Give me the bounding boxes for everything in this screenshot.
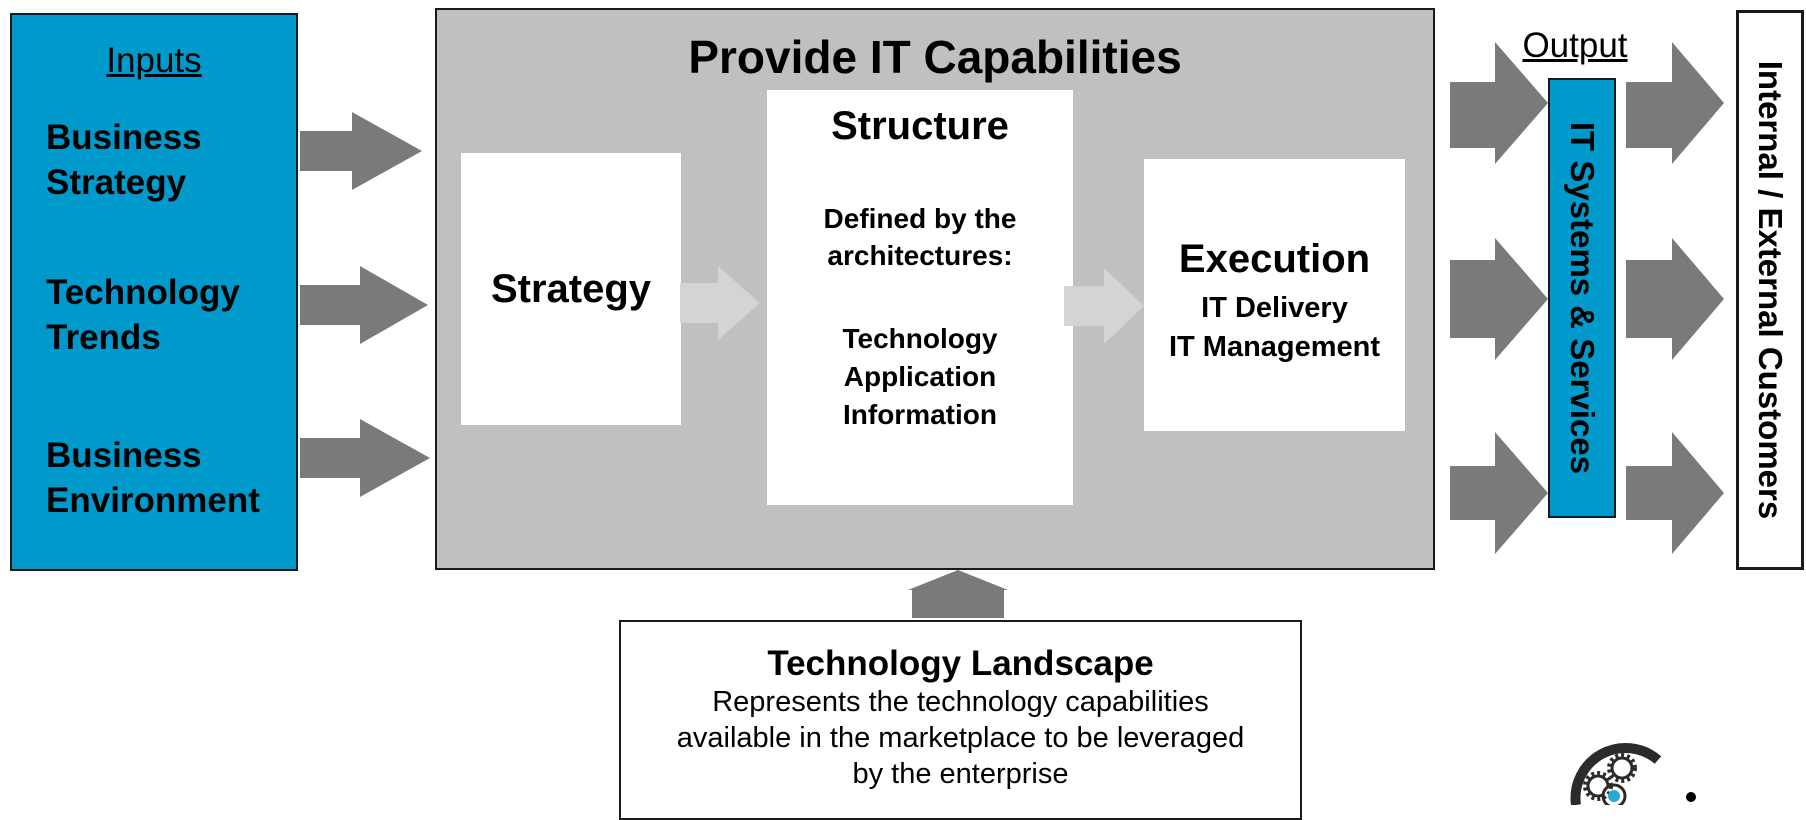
architecture-information: Information bbox=[843, 399, 997, 430]
arrow-icon bbox=[1626, 238, 1724, 360]
arrow-icon bbox=[908, 570, 1008, 618]
architecture-technology: Technology bbox=[842, 323, 998, 354]
gear-cluster-icon bbox=[1570, 743, 1662, 805]
arrow-icon bbox=[1626, 42, 1724, 164]
execution-box: Execution IT Delivery IT Management bbox=[1144, 159, 1405, 431]
arrow-icon bbox=[1064, 268, 1144, 344]
input-business-strategy: Business Strategy bbox=[46, 115, 296, 205]
capabilities-panel: Provide IT Capabilities Strategy Structu… bbox=[435, 8, 1435, 570]
input-line: Technology bbox=[46, 273, 240, 312]
arrow-icon bbox=[1450, 432, 1548, 554]
strategy-label: Strategy bbox=[490, 266, 652, 311]
input-line: Trends bbox=[46, 318, 161, 357]
structure-description-line: architectures: bbox=[827, 240, 1013, 271]
structure-description: Defined by the architectures: bbox=[767, 200, 1073, 274]
landscape-title: Technology Landscape bbox=[767, 644, 1154, 683]
capabilities-title: Provide IT Capabilities bbox=[688, 31, 1182, 83]
execution-title: Execution bbox=[1178, 237, 1371, 281]
structure-box: Structure Defined by the architectures: … bbox=[767, 90, 1073, 505]
logo-dot bbox=[1686, 792, 1696, 802]
arrow-icon bbox=[300, 266, 428, 344]
input-business-environment: Business Environment bbox=[46, 433, 296, 523]
technology-landscape-box: Technology Landscape Represents the tech… bbox=[619, 620, 1302, 820]
input-line: Strategy bbox=[46, 163, 187, 202]
arrow-icon bbox=[1626, 432, 1724, 554]
arrow-icon bbox=[300, 112, 422, 190]
strategy-box: Strategy bbox=[461, 153, 681, 425]
landscape-line: by the enterprise bbox=[852, 758, 1069, 790]
landscape-line: available in the marketplace to be lever… bbox=[676, 722, 1245, 754]
arrow-icon bbox=[1450, 238, 1548, 360]
input-technology-trends: Technology Trends bbox=[46, 270, 296, 360]
input-line: Business bbox=[46, 118, 202, 157]
arrow-icon bbox=[680, 266, 760, 340]
customers-box: Internal / External Customers bbox=[1736, 10, 1804, 570]
input-line: Business bbox=[46, 436, 202, 475]
landscape-line: Represents the technology capabilities bbox=[712, 686, 1209, 718]
structure-description-line: Defined by the bbox=[823, 203, 1017, 234]
arrow-icon bbox=[1450, 42, 1548, 164]
structure-title: Structure bbox=[831, 104, 1009, 148]
inputs-panel: Inputs Business Strategy Technology Tren… bbox=[10, 13, 298, 571]
execution-it-delivery: IT Delivery bbox=[1201, 292, 1348, 324]
output-bar: IT Systems & Services bbox=[1548, 78, 1616, 518]
input-line: Environment bbox=[46, 481, 260, 520]
inputs-title: Inputs bbox=[106, 41, 202, 80]
output-title: Output bbox=[1522, 26, 1628, 65]
arrow-icon bbox=[300, 419, 430, 497]
execution-it-management: IT Management bbox=[1168, 331, 1381, 363]
architecture-application: Application bbox=[843, 361, 997, 392]
